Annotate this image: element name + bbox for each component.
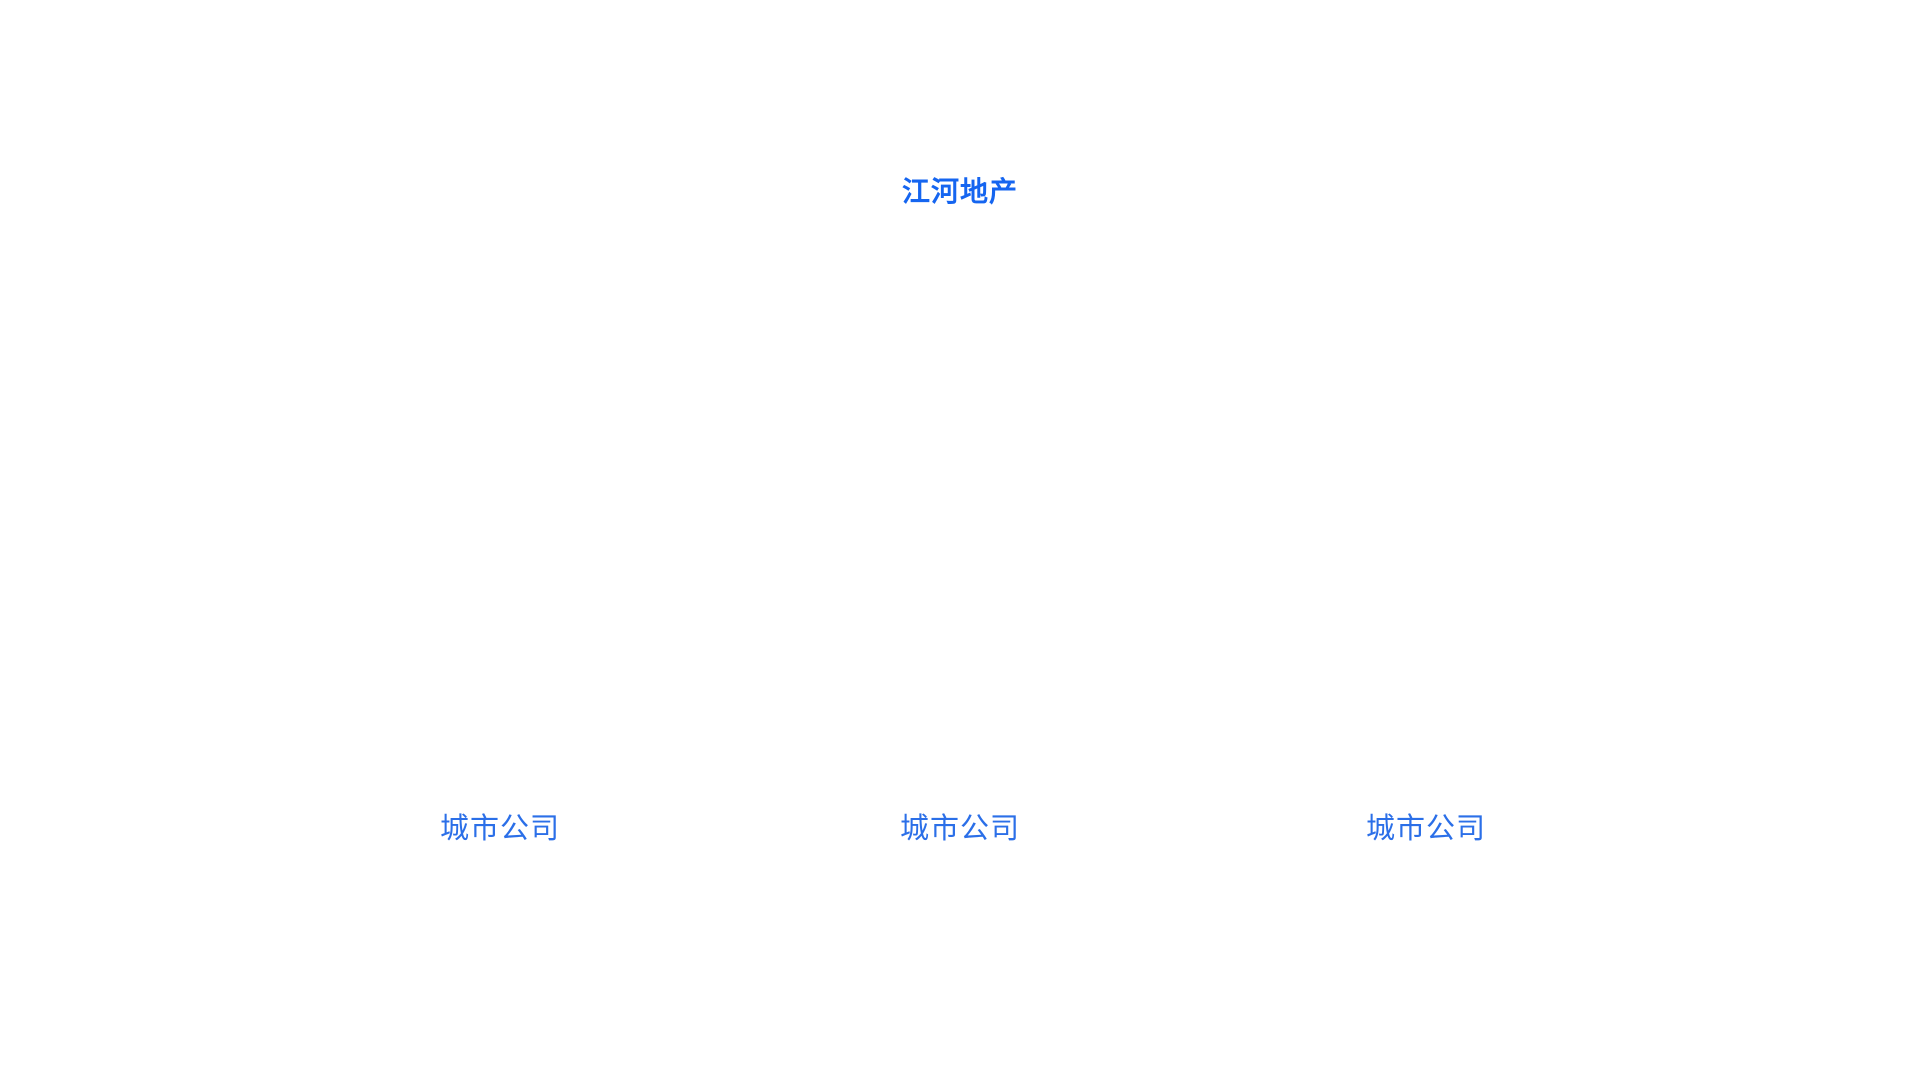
- child-node-label: 城市公司: [439, 811, 560, 845]
- root-node-label: 江河地产: [901, 175, 1018, 208]
- child-node-label: 城市公司: [1365, 811, 1486, 845]
- child-node-label: 城市公司: [899, 811, 1020, 845]
